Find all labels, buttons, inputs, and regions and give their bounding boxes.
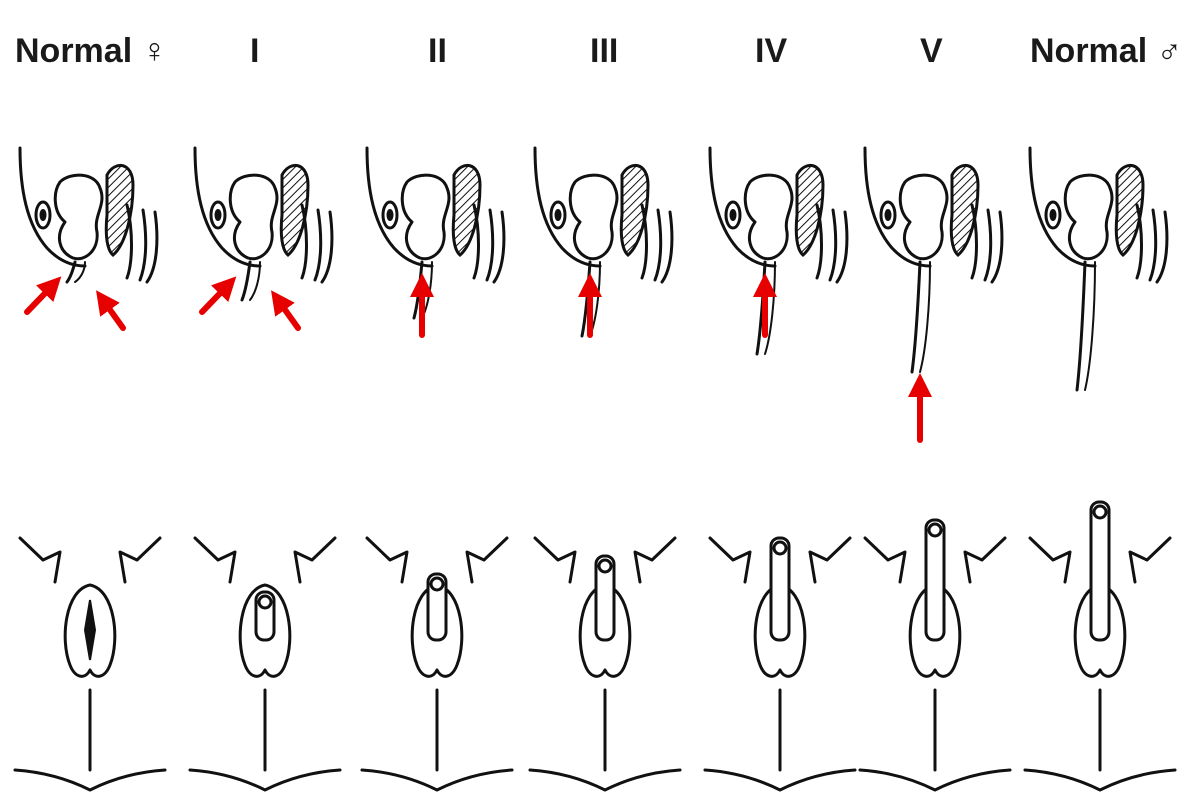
urethra-line [250,262,260,300]
buttock-line [362,770,512,790]
inguinal-mark-right [295,538,335,582]
posterior-line-2 [985,210,991,280]
inguinal-mark-left [367,538,407,582]
external-drawing-4 [705,538,855,790]
sagittal-drawing-0 [20,148,157,282]
sagittal-drawing-6 [1030,148,1167,390]
label-stage-iv: IV [755,32,787,70]
urethra-line [920,262,930,372]
external-drawing-5 [860,520,1010,790]
external-drawing-1 [190,538,340,790]
inguinal-mark-right [467,538,507,582]
red-arrow [27,285,53,312]
pubic-bone-core [556,210,561,220]
buttock-line [705,770,855,790]
label-stage-v: V [920,32,943,70]
pubic-bone-core [41,210,46,220]
red-arrow [103,300,123,328]
bladder-shape [745,175,792,259]
posterior-line-2 [1150,210,1156,280]
posterior-line-2 [830,210,836,280]
posterior-line-2 [655,210,661,280]
label-stage-iii: III [590,32,618,70]
bladder-shape [1065,175,1112,259]
phallus-outline [242,262,250,300]
inguinal-mark-left [535,538,575,582]
posterior-line-2 [487,210,493,280]
inguinal-mark-right [635,538,675,582]
label-normal-male: Normal ♂ [1030,32,1182,70]
buttock-line [530,770,680,790]
pubic-bone-core [388,210,393,220]
phallus-outline [912,262,920,372]
external-row [15,502,1175,790]
buttock-line [15,770,165,790]
inguinal-mark-right [810,538,850,582]
label-normal-female: Normal ♀ [15,32,167,70]
sagittal-drawing-5 [865,148,1002,372]
buttock-line [1025,770,1175,790]
posterior-line-3 [147,212,157,282]
posterior-line-2 [140,210,146,280]
sagittal-drawing-1 [195,148,332,300]
posterior-line-3 [992,212,1002,282]
urethra-line [1085,262,1095,390]
red-arrow [278,300,298,328]
posterior-line-3 [494,212,504,282]
buttock-line [860,770,1010,790]
sagittal-row [20,148,1167,390]
inguinal-mark-left [20,538,60,582]
posterior-line-3 [322,212,332,282]
inguinal-mark-left [865,538,905,582]
bladder-shape [230,175,277,259]
inguinal-mark-right [1130,538,1170,582]
external-drawing-6 [1025,502,1175,790]
label-stage-i: I [250,32,259,70]
buttock-line [190,770,340,790]
posterior-line-3 [837,212,847,282]
inguinal-mark-right [120,538,160,582]
pubic-bone-core [1051,210,1056,220]
inguinal-mark-left [195,538,235,582]
posterior-line-2 [315,210,321,280]
bladder-shape [570,175,617,259]
bladder-shape [55,175,102,259]
label-stage-ii: II [428,32,447,70]
pubic-bone-core [731,210,736,220]
phallus-shape [1091,502,1109,640]
inguinal-mark-left [1030,538,1070,582]
sagittal-drawing-2 [367,148,504,318]
inguinal-mark-left [710,538,750,582]
inguinal-mark-right [965,538,1005,582]
bladder-shape [402,175,449,259]
arrow-row [27,285,920,440]
sagittal-drawing-4 [710,148,847,354]
external-drawing-3 [530,538,680,790]
pubic-bone-core [216,210,221,220]
posterior-line-3 [662,212,672,282]
pubic-bone-core [886,210,891,220]
sagittal-drawing-3 [535,148,672,336]
phallus-outline [1077,262,1085,390]
posterior-line-3 [1157,212,1167,282]
phallus-shape [926,520,944,640]
red-arrow [202,285,228,312]
clitoris-shape [85,600,95,660]
bladder-shape [900,175,947,259]
external-drawing-0 [15,538,165,790]
external-drawing-2 [362,538,512,790]
